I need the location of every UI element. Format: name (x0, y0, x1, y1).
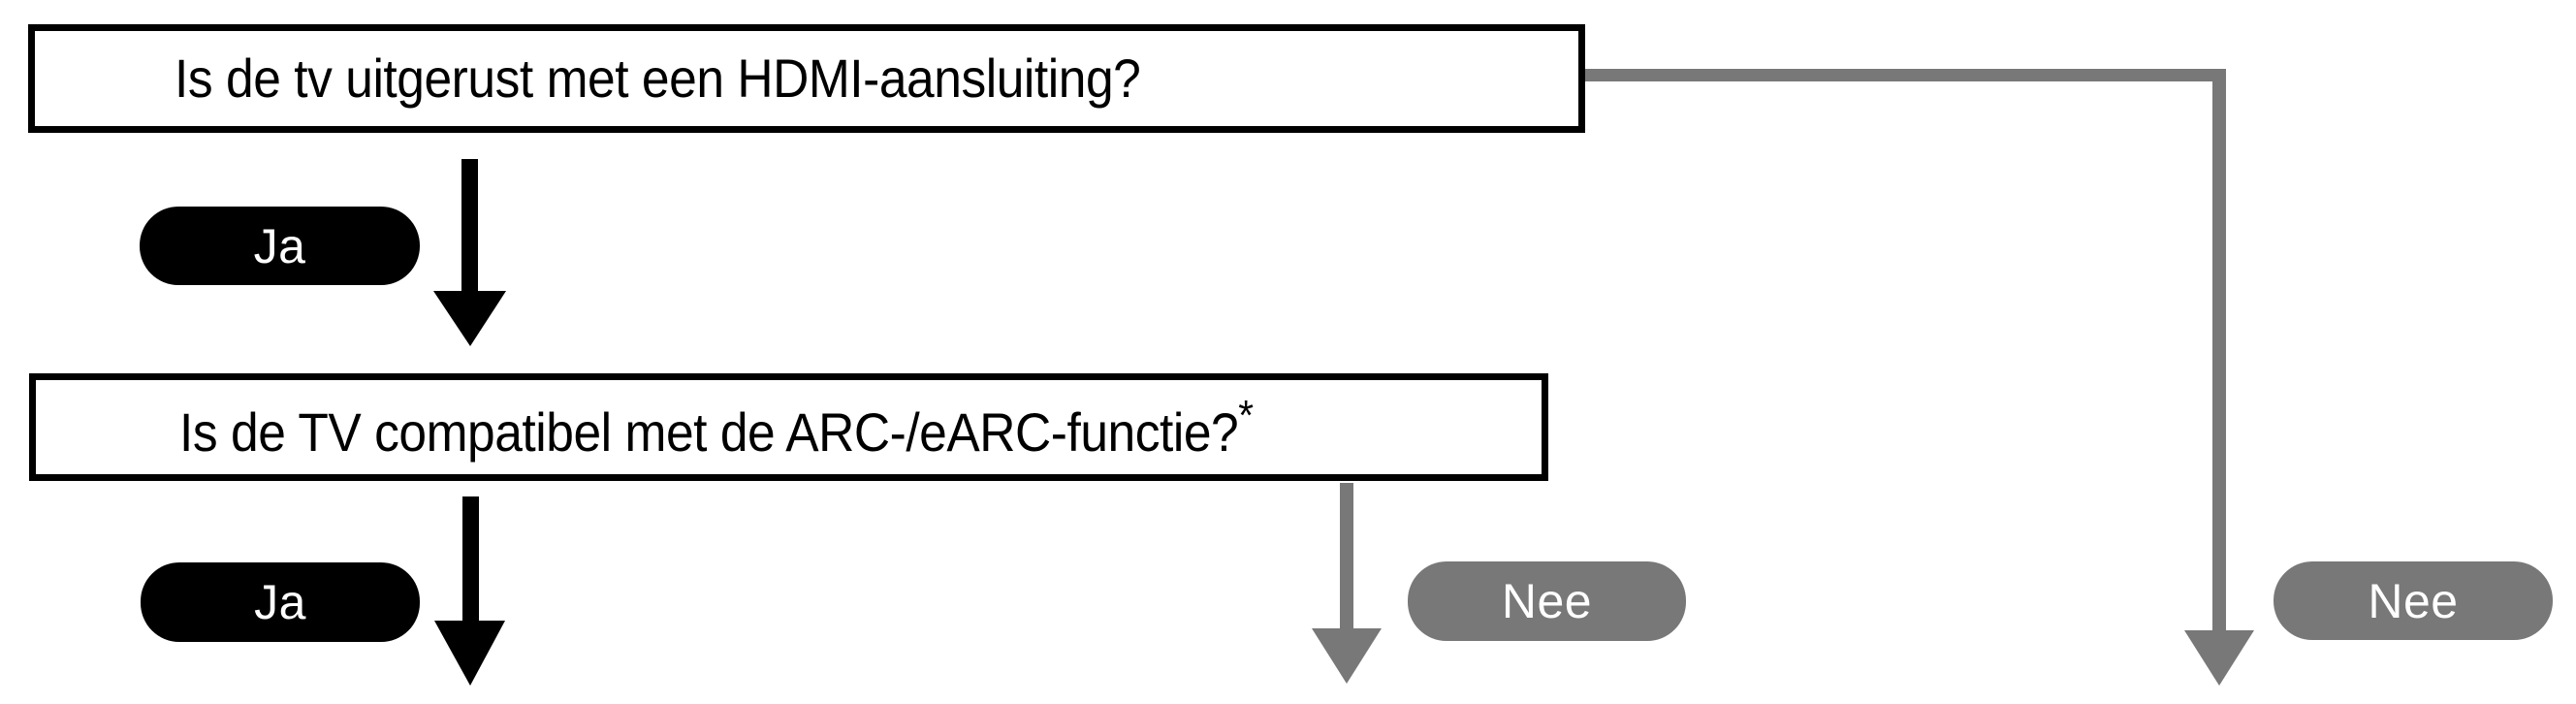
arrow-arc-no (1312, 483, 1382, 684)
decision-box-arc[interactable]: Is de TV compatibel met de ARC-/eARC-fun… (29, 373, 1548, 481)
edge-label-arc-no[interactable]: Nee (1408, 561, 1686, 641)
arrow-hdmi-no (1585, 69, 2254, 686)
arrow-arc-yes (434, 496, 505, 686)
edge-label-hdmi-no[interactable]: Nee (2274, 561, 2553, 640)
footnote-asterisk-icon: * (1238, 392, 1254, 439)
edge-label-hdmi-yes[interactable]: Ja (140, 207, 420, 285)
arrow-hdmi-yes (433, 159, 506, 346)
decision-box-arc-text: Is de TV compatibel met de ARC-/eARC-fun… (179, 401, 1239, 463)
decision-box-hdmi[interactable]: Is de tv uitgerust met een HDMI-aansluit… (28, 24, 1585, 133)
decision-box-hdmi-label: Is de tv uitgerust met een HDMI-aansluit… (175, 48, 1141, 109)
decision-box-arc-label: Is de TV compatibel met de ARC-/eARC-fun… (179, 395, 1254, 460)
edge-label-arc-yes[interactable]: Ja (141, 562, 420, 642)
